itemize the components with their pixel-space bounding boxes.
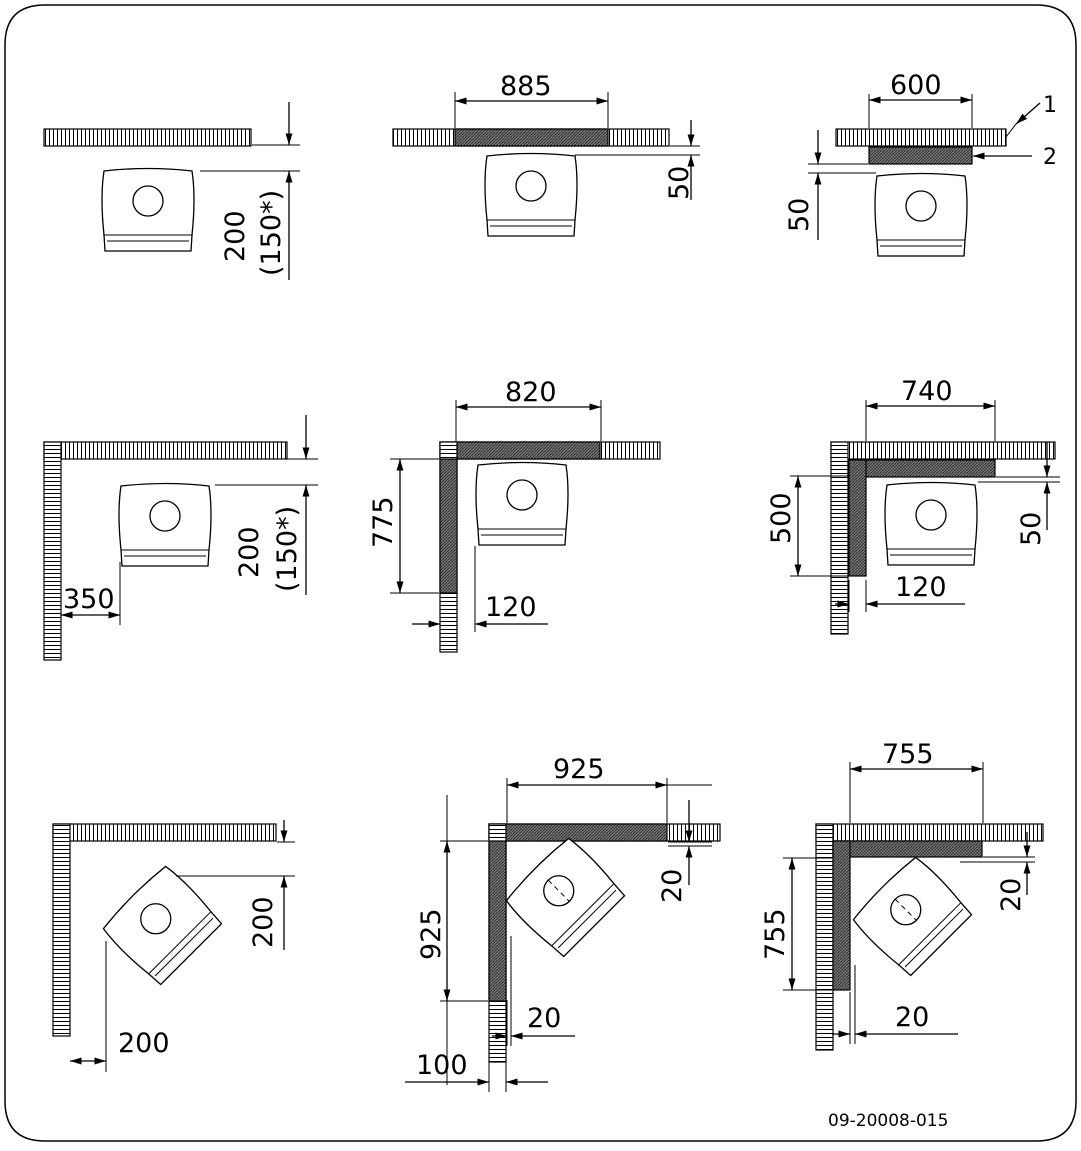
dim-side: 20 [527, 1003, 561, 1034]
heat-shield [488, 823, 668, 842]
drawing-code: 09-20008-015 [828, 1111, 948, 1131]
side-wall [830, 441, 849, 635]
dim-height: 775 [368, 496, 399, 548]
dim-side: 120 [485, 592, 537, 623]
layout-row3-b: 925 925 20 20 100 [405, 754, 721, 1092]
wall [43, 441, 288, 460]
dim-side: 200 [118, 1028, 170, 1059]
dim-gap: 20 [657, 869, 688, 903]
dim-height: 755 [760, 908, 791, 960]
heat-shield [868, 146, 973, 165]
layout-row2-b: 820 775 120 [368, 377, 661, 653]
stove-icon [503, 835, 626, 958]
stove-icon [874, 172, 968, 257]
stove-icon [118, 482, 212, 567]
layout-row3-c: 755 755 20 20 [760, 739, 1044, 1051]
layout-row3-a: 200 200 [52, 820, 295, 1072]
dim-clearance: 200 [220, 210, 251, 262]
heat-shield-side [848, 459, 867, 577]
dim-width: 740 [901, 376, 953, 407]
side-wall [52, 823, 71, 1037]
dim-back: 200 [248, 896, 279, 948]
wall [43, 128, 252, 147]
stove-icon [884, 481, 978, 566]
dim-height: 925 [416, 908, 447, 960]
wall [835, 128, 1007, 147]
heat-shield-side [832, 840, 851, 991]
dim-gap: 50 [664, 166, 695, 200]
dim-side: 120 [895, 572, 947, 603]
dim-gap: 50 [784, 198, 815, 232]
stove-icon [99, 862, 225, 988]
heat-shield [454, 128, 609, 147]
heat-shield [439, 441, 601, 460]
stove-icon [101, 167, 195, 252]
frame-border [4, 4, 1077, 1142]
stove-icon [484, 152, 578, 237]
layout-row1-b: 885 50 [392, 71, 700, 237]
dim-width: 755 [882, 739, 934, 770]
heat-shield-side [488, 840, 507, 1002]
wall [830, 441, 1056, 460]
dim-clearance: 200 [234, 526, 265, 578]
dim-width: 820 [505, 377, 557, 408]
layout-row2-a: 200 (150*) 350 [43, 415, 318, 661]
dim-clearance-alt: (150*) [256, 190, 287, 276]
heat-shield-side [439, 458, 458, 594]
dim-height: 500 [766, 492, 797, 544]
dim-width: 885 [500, 71, 552, 102]
layout-row1-a: 200 (150*) [43, 102, 300, 280]
wall [52, 823, 277, 842]
dim-offset: 100 [416, 1050, 468, 1081]
dim-side: 350 [63, 584, 115, 615]
dim-gap: 20 [996, 878, 1027, 912]
wall [815, 823, 1044, 842]
dim-clearance-alt: (150*) [272, 506, 303, 592]
dim-width: 600 [890, 70, 942, 101]
stove-icon [475, 461, 569, 546]
layout-row2-c: 740 500 50 120 [766, 376, 1060, 635]
dim-gap: 50 [1016, 512, 1047, 546]
stove-icon [850, 854, 973, 977]
side-wall [43, 441, 62, 661]
heat-shield [847, 459, 996, 478]
legend-marker-1: 1 [1043, 93, 1057, 118]
legend-marker-2: 2 [1043, 145, 1057, 170]
dim-side: 20 [895, 1002, 929, 1033]
dim-width: 925 [553, 754, 605, 785]
layout-row1-c: 600 50 1 2 [784, 70, 1057, 257]
heat-shield [832, 840, 983, 858]
